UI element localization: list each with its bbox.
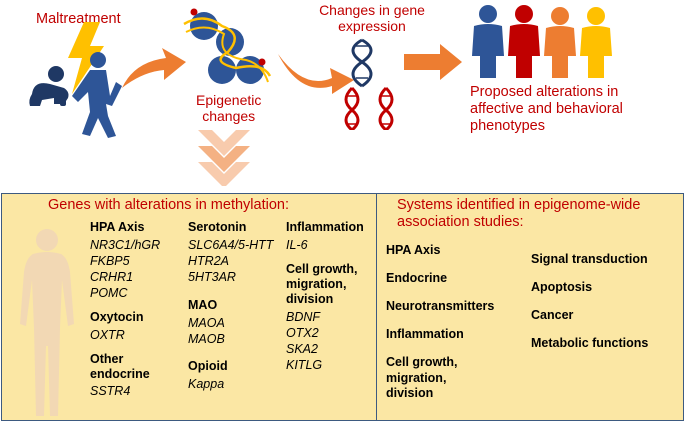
hpa-axis-heading: HPA Axis [90,220,145,234]
chromatin-icon [183,8,272,84]
gene-item: SKA2 [286,342,318,356]
gene-item: CRHR1 [90,270,134,284]
epigenetic-line-1: Epigenetic [196,92,262,108]
methylation-col-3: Inflammation IL-6 Cell growth, migration… [286,220,364,373]
gene-item: NR3C1/hGR [90,238,161,252]
methylation-title: Genes with alterations in methylation: [48,197,289,213]
system-cell-line-3: division [386,386,434,400]
cell-growth-heading-1: Cell growth, [286,262,358,276]
flow-arrow-icon [122,48,186,88]
proposed-line-2: affective and behavioral [470,101,623,117]
system-item: Endocrine [386,271,448,285]
methylation-panel: Genes with alterations in methylation: H… [1,193,377,421]
proposed-line-1: Proposed alterations in [470,84,619,100]
down-chevrons-icon [198,130,250,186]
gene-expression-line-1: Changes in gene [319,2,425,18]
proposed-alterations-label: Proposed alterations in affective and be… [470,84,623,135]
system-cell-line-2: migration, [386,370,447,385]
gene-expression-label: Changes in gene expression [312,2,432,34]
epigenetic-changes-label: Epigenetic changes [196,92,261,124]
opioid-heading: Opioid [188,359,228,373]
epigenetic-line-2: changes [202,108,256,124]
gene-item: SSTR4 [90,384,131,398]
systems-title: Systems identified in epigenome-wide ass… [397,197,640,231]
system-item: Cancer [531,308,574,322]
gene-item: MAOB [188,332,225,346]
gene-item: OXTR [90,328,125,342]
gene-item: 5HT3AR [188,270,236,284]
methylation-col-2: Serotonin SLC6A4/5-HTT HTR2A 5HT3AR MAO … [188,220,273,392]
gene-expression-line-2: expression [338,18,406,34]
system-item: Metabolic functions [531,336,649,350]
systems-title-line-2: association studies: [397,214,524,230]
other-endocrine-heading-1: Other [90,352,124,366]
system-item: Apoptosis [531,280,593,294]
system-cell-growth: Cell growth, migration, division [386,355,458,402]
dna-helix-icon [344,38,394,130]
system-cell-line-1: Cell growth, [386,355,458,369]
other-endocrine-heading-2: endocrine [90,367,150,381]
gene-item: KITLG [286,358,323,372]
cell-growth-heading-3: division [286,292,334,306]
systems-title-line-1: Systems identified in epigenome-wide [397,197,641,213]
gene-item: OTX2 [286,326,319,340]
gene-item: FKBP5 [90,254,130,268]
flow-arrow-icon [278,54,354,94]
system-item: Neurotransmitters [386,299,495,313]
body-silhouette-icon [20,229,74,416]
lightning-bolt-icon [68,22,104,94]
gene-item: Kappa [188,377,225,391]
systems-panel: Systems identified in epigenome-wide ass… [376,193,684,421]
system-item: HPA Axis [386,243,441,257]
system-item: Inflammation [386,327,464,341]
system-item: Signal transduction [531,252,648,266]
cell-growth-heading-2: migration, [286,277,347,291]
gene-item: BDNF [286,310,321,324]
gene-item: POMC [90,286,128,300]
serotonin-heading: Serotonin [188,220,247,234]
gene-item: SLC6A4/5-HTT [188,238,274,252]
family-people-icon [472,5,612,78]
gene-item: HTR2A [188,254,229,268]
oxytocin-heading: Oxytocin [90,310,144,324]
flow-arrow-icon [404,44,462,80]
methylation-col-1: HPA Axis NR3C1/hGR FKBP5 CRHR1 POMC Oxyt… [90,220,160,399]
gene-item: MAOA [188,316,225,330]
gene-item: IL-6 [286,238,308,252]
inflammation-heading: Inflammation [286,220,364,234]
mao-heading: MAO [188,298,218,312]
child-silhouettes-icon [29,52,122,138]
proposed-line-3: phenotypes [470,118,545,134]
